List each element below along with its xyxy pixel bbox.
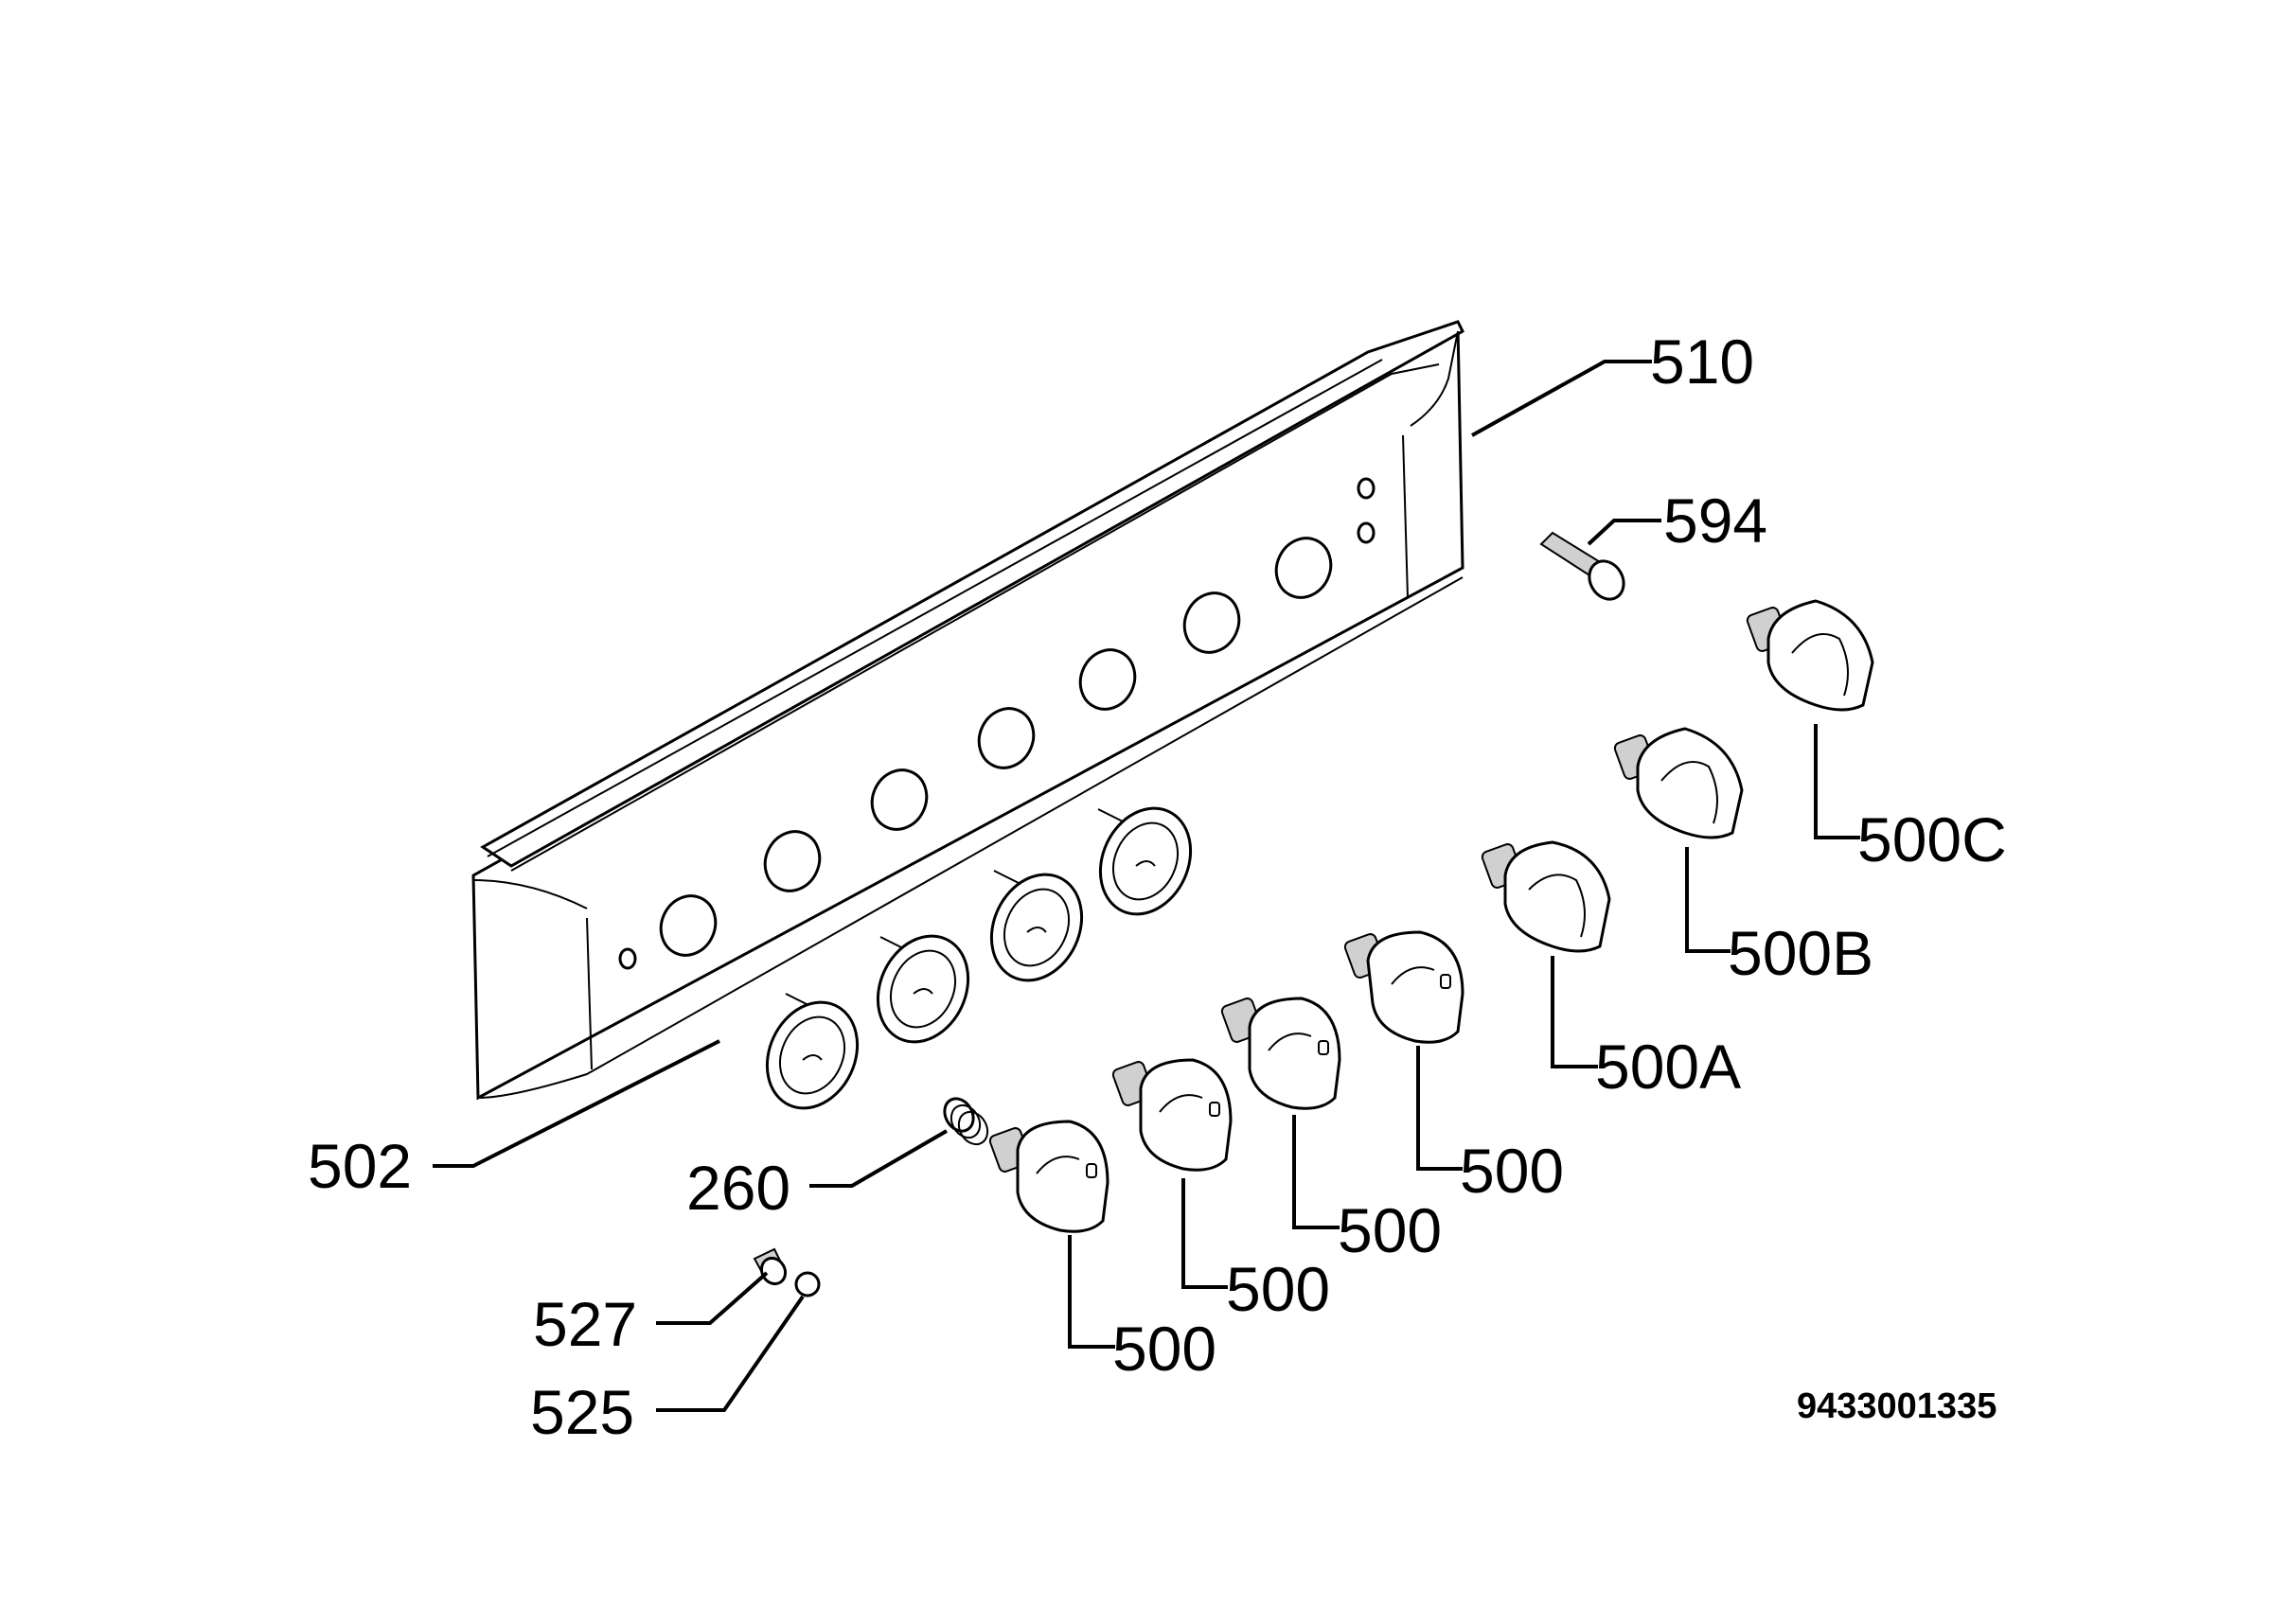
knob-500a xyxy=(1481,840,1611,953)
knob-500-2 xyxy=(1111,1058,1233,1172)
label-500-3: 500 xyxy=(1338,1195,1442,1265)
knob-500-1 xyxy=(988,1120,1109,1233)
label-594: 594 xyxy=(1663,485,1767,556)
part-525 xyxy=(794,1271,821,1297)
leader-lines xyxy=(433,360,1860,1412)
label-525: 525 xyxy=(530,1377,634,1447)
label-500c: 500C xyxy=(1857,804,2007,874)
label-500a: 500A xyxy=(1595,1032,1741,1102)
control-panel-part-502 xyxy=(471,320,1464,1101)
label-500-4: 500 xyxy=(1460,1136,1564,1206)
label-500-2: 500 xyxy=(1226,1254,1330,1324)
part-260-spring xyxy=(943,1097,989,1146)
knob-500c xyxy=(1746,599,1874,712)
knob-500b xyxy=(1613,727,1744,839)
drawing-number: 9433001335 xyxy=(1797,1386,1997,1426)
label-510: 510 xyxy=(1650,327,1754,397)
knob-500-3 xyxy=(1220,997,1341,1110)
label-502: 502 xyxy=(308,1131,412,1201)
label-500-1: 500 xyxy=(1112,1314,1216,1384)
knob-bezel-rings xyxy=(765,806,1193,1110)
label-500b: 500B xyxy=(1728,918,1873,988)
label-260: 260 xyxy=(686,1153,790,1223)
label-527: 527 xyxy=(533,1289,637,1359)
part-527 xyxy=(753,1247,788,1286)
knob-500-4 xyxy=(1343,930,1464,1044)
part-594 xyxy=(1539,531,1625,601)
